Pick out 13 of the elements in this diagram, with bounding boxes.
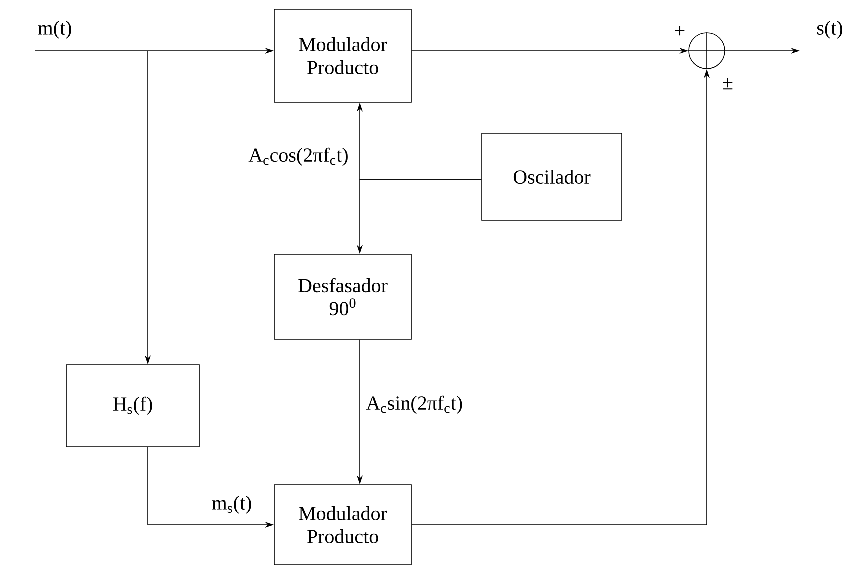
block-box: H$_{s}$(f) [66, 364, 200, 448]
edge-label: m(t) [38, 20, 72, 40]
sign-label: ± [723, 78, 733, 90]
edge-label: A$_{c}$cos(2πf$_{c}$t) [248, 148, 348, 166]
edge-label: s(t) [818, 20, 842, 40]
sign-label: + [675, 26, 685, 36]
block-box: Oscilador [482, 133, 622, 221]
block-box: Modulador Producto [274, 484, 412, 566]
block-box: Modulador Producto [274, 9, 412, 103]
edge-label: m$_{s}$(t) [212, 496, 252, 514]
edge-label: A$_{c}$sin(2πf$_{c}$t) [366, 396, 462, 414]
block-box: Desfasador 90$^{0}$ [274, 254, 412, 340]
summing-junction [688, 32, 726, 70]
